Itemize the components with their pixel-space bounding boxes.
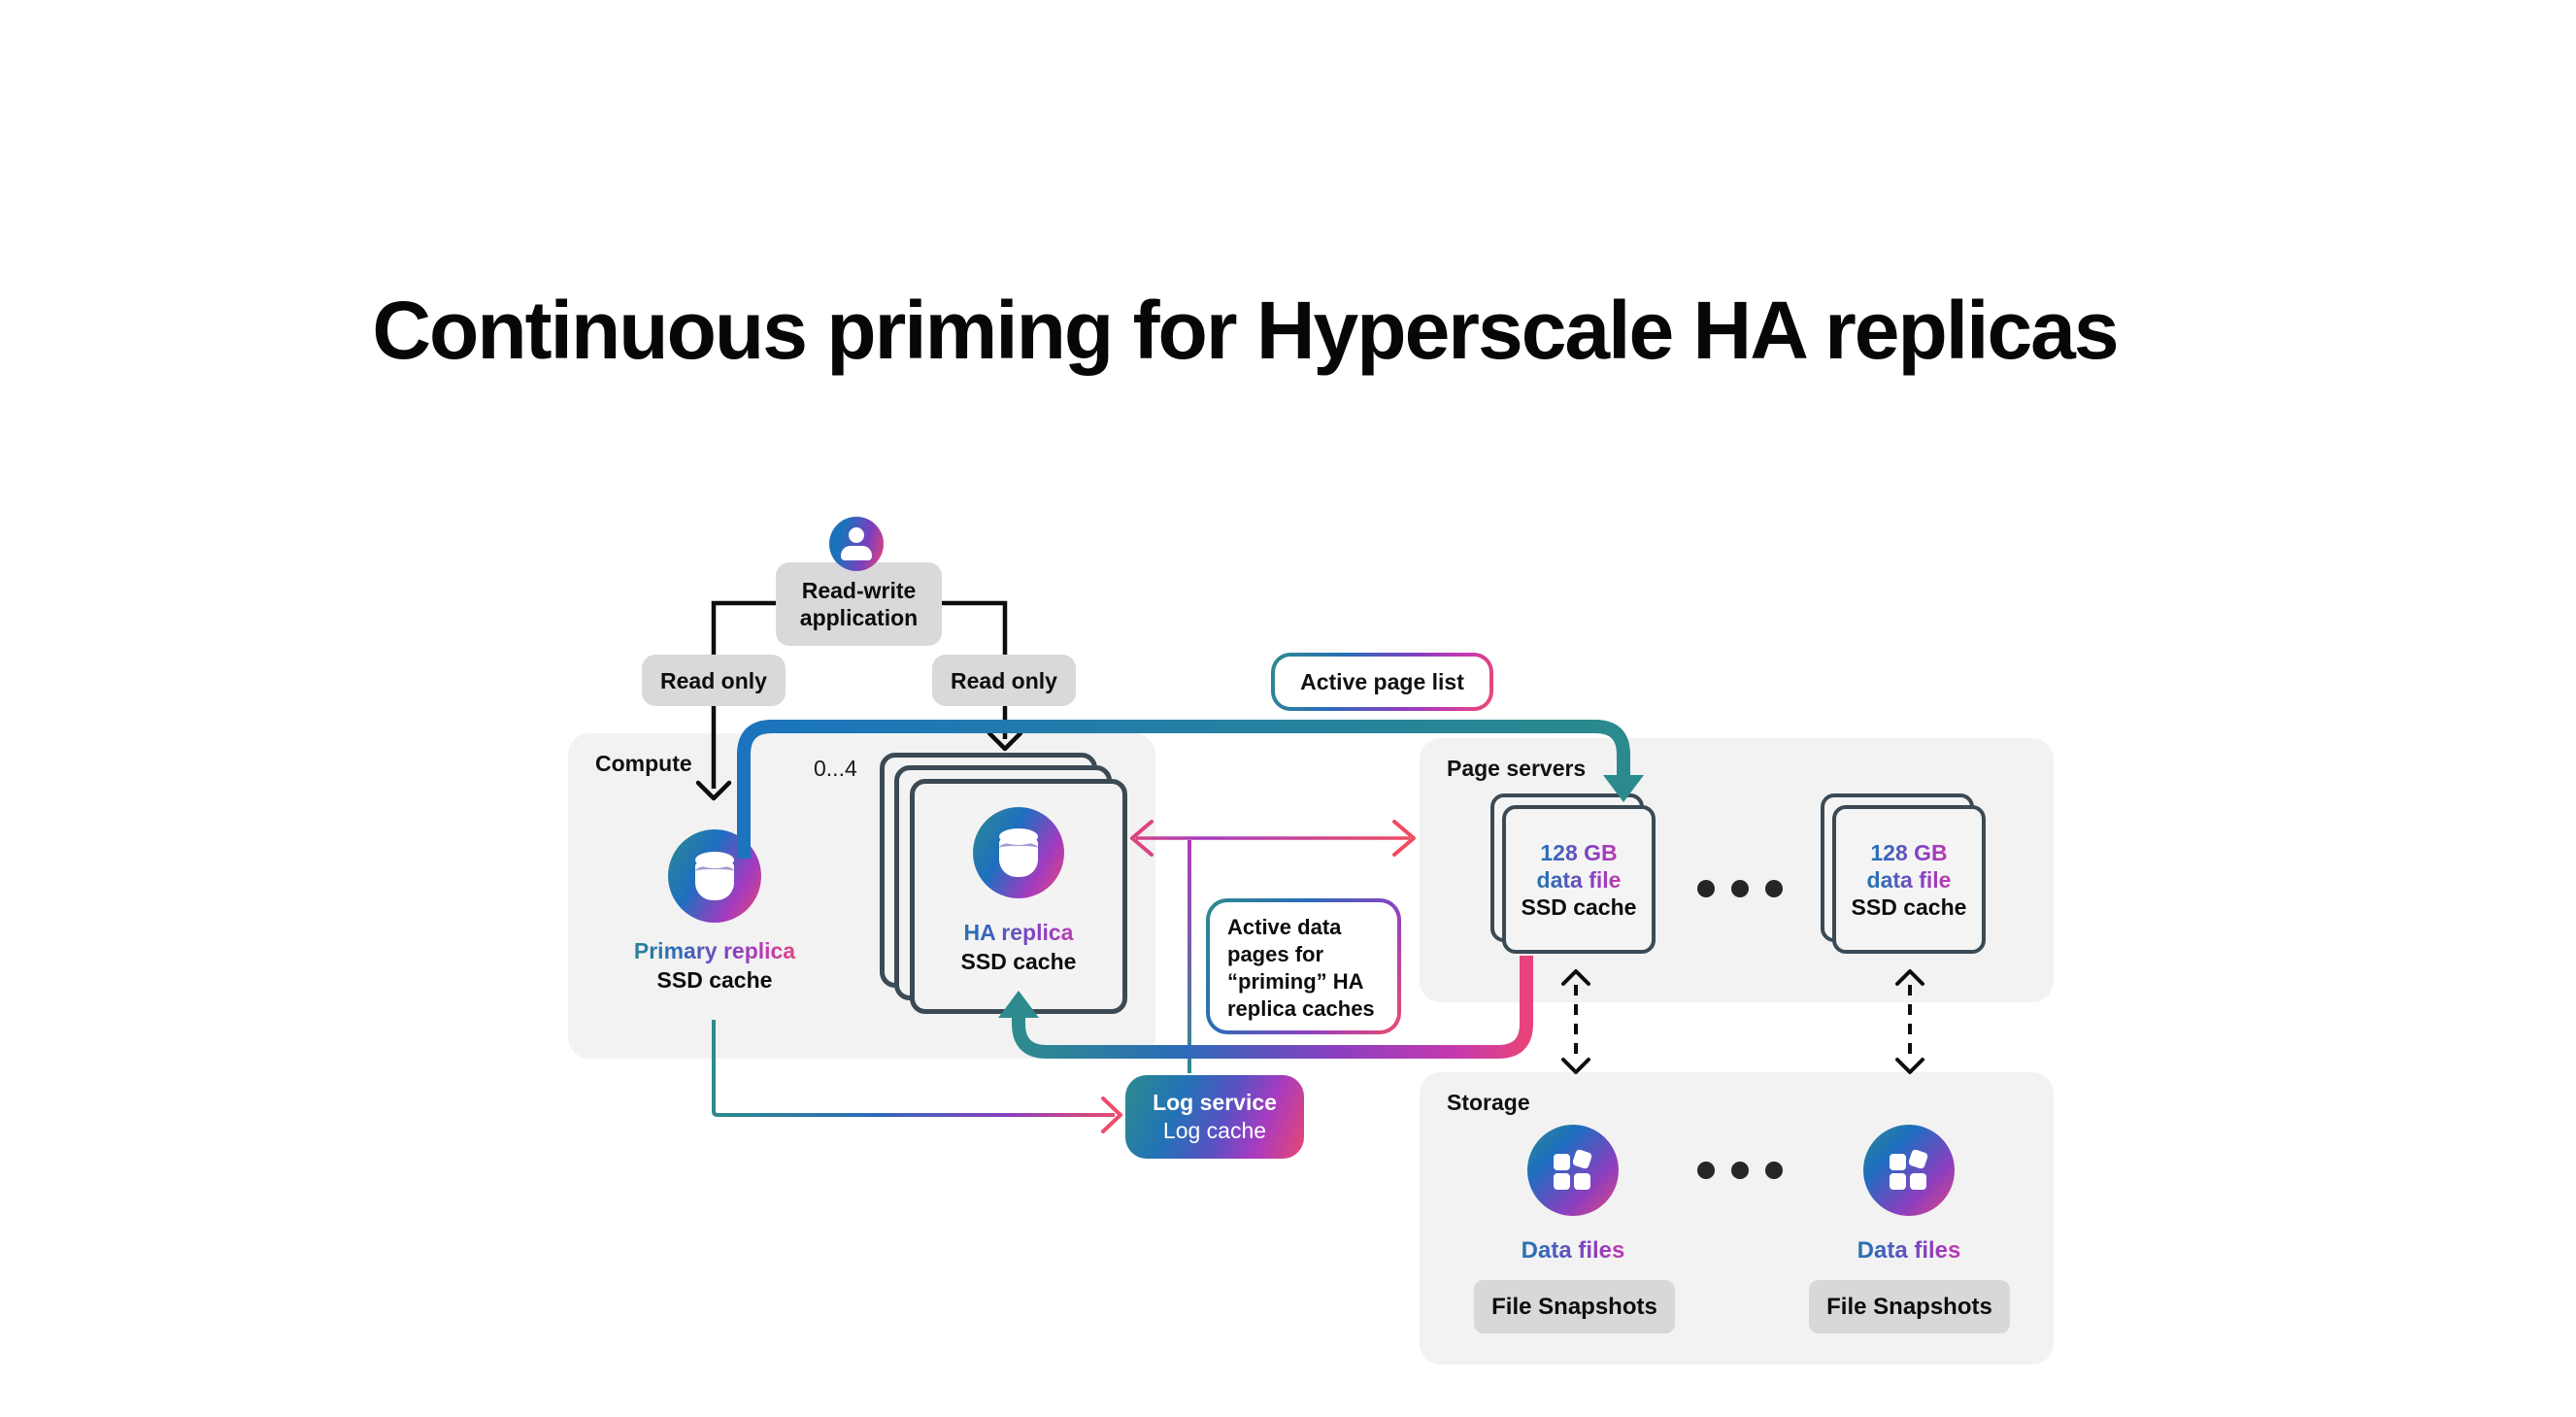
replica-range-label: 0...4 xyxy=(814,756,857,781)
ha-replica-card: HA replica SSD cache xyxy=(910,779,1127,1014)
page-server2-size-label: 128 GB xyxy=(1836,840,1982,866)
read-write-application-chip: Read-write application xyxy=(776,562,942,646)
database-glyph xyxy=(999,828,1038,877)
page-server1-size-label: 128 GB xyxy=(1506,840,1652,866)
active-page-list-box: Active page list xyxy=(1271,653,1493,711)
dashed-arrowhead-down-right xyxy=(1895,1058,1924,1074)
ellipsis-dot xyxy=(1765,880,1783,897)
page-title: Continuous priming for Hyperscale HA rep… xyxy=(372,285,2119,376)
ha-ssd-cache-label: SSD cache xyxy=(960,949,1077,974)
active-data-pages-line3: “priming” HA xyxy=(1227,969,1364,994)
ha-replica-label: HA replica xyxy=(915,920,1122,946)
data-files-label-left: Data files xyxy=(1480,1237,1666,1265)
page-server-card2: 128 GB data file SSD cache xyxy=(1832,805,1986,954)
active-data-pages-line4: replica caches xyxy=(1227,996,1375,1021)
data-files-icon-right xyxy=(1863,1125,1955,1216)
page-server1-cache-label: SSD cache xyxy=(1521,894,1637,920)
data-files-label-right: Data files xyxy=(1816,1237,2002,1265)
read-only-chip-left: Read only xyxy=(642,655,786,706)
file-snapshots-badge-left: File Snapshots xyxy=(1474,1280,1675,1333)
active-data-pages-line2: pages for xyxy=(1227,942,1324,966)
page-server2-cache-label: SSD cache xyxy=(1851,894,1967,920)
read-write-application-line1: Read-write xyxy=(801,578,917,603)
ellipsis-dot xyxy=(1731,1162,1749,1179)
data-files-icon-left xyxy=(1527,1125,1619,1216)
primary-ssd-cache-label: SSD cache xyxy=(656,967,773,993)
database-glyph xyxy=(695,852,734,900)
tiles-glyph xyxy=(1554,1148,1593,1190)
page-server1-file-label: data file xyxy=(1506,867,1652,894)
page-server2-file-label: data file xyxy=(1836,867,1982,894)
user-icon xyxy=(829,517,884,571)
page-server-card1: 128 GB data file SSD cache xyxy=(1502,805,1656,954)
person-glyph xyxy=(841,527,872,560)
dashed-arrowhead-down-left xyxy=(1561,1058,1590,1074)
read-write-application-line2: application xyxy=(799,605,919,630)
ellipsis-dot xyxy=(1765,1162,1783,1179)
log-cache-label: Log cache xyxy=(1162,1118,1267,1143)
tiles-glyph xyxy=(1890,1148,1929,1190)
primary-replica-database-icon xyxy=(668,829,761,923)
log-service-box: Log service Log cache xyxy=(1125,1075,1304,1159)
storage-section-label: Storage xyxy=(1447,1090,1530,1115)
ellipsis-dot xyxy=(1697,1162,1715,1179)
ellipsis-dot xyxy=(1697,880,1715,897)
page-servers-section-label: Page servers xyxy=(1447,756,1587,781)
file-snapshots-badge-right: File Snapshots xyxy=(1809,1280,2010,1333)
read-only-chip-right: Read only xyxy=(932,655,1076,706)
ha-replica-database-icon xyxy=(973,807,1064,898)
active-page-list-label: Active page list xyxy=(1275,657,1489,707)
compute-section-label: Compute xyxy=(595,751,692,776)
active-data-pages-box: Active data pages for “priming” HA repli… xyxy=(1206,898,1401,1034)
double-arrowhead-right xyxy=(1392,820,1416,857)
ellipsis-dot xyxy=(1731,880,1749,897)
active-data-pages-line1: Active data xyxy=(1227,915,1342,939)
primary-replica-label: Primary replica xyxy=(621,938,808,964)
arrowhead-to-log-service xyxy=(1101,1096,1122,1133)
log-service-label: Log service xyxy=(1153,1090,1277,1115)
